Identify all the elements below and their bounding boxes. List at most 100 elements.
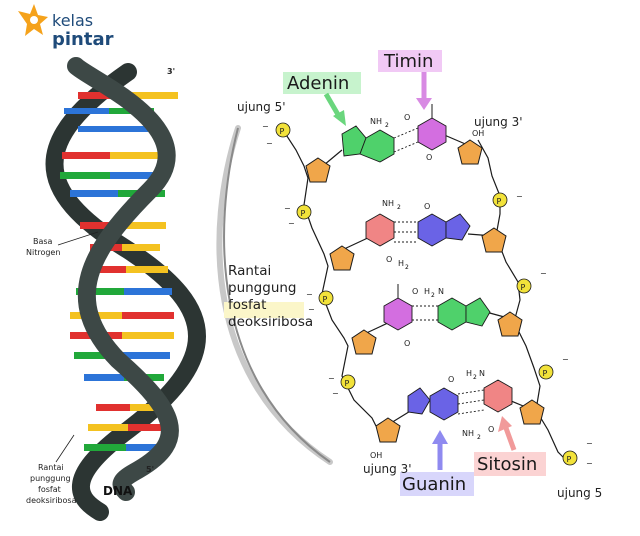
end-3-top: ujung 3'	[474, 115, 523, 129]
timin-arrow	[416, 98, 432, 110]
sugar-3	[329, 245, 355, 271]
sitosin-highlight	[474, 452, 546, 476]
backbone-pointer-line	[55, 434, 75, 463]
backbone-label-highlight	[224, 302, 304, 318]
guanine-ring-4	[429, 387, 459, 421]
oh-label-top: OH	[472, 129, 484, 138]
oh-label-bottom: OH	[370, 451, 382, 460]
svg-text:2: 2	[473, 374, 477, 381]
cytosine-ring	[365, 213, 395, 247]
thymine-ring	[417, 117, 447, 151]
svg-text:O: O	[488, 425, 494, 434]
svg-text:2: 2	[397, 204, 401, 211]
svg-text:H: H	[398, 259, 404, 268]
phosphate-7: P	[538, 364, 554, 380]
svg-text:N: N	[479, 369, 485, 378]
sugar-8	[519, 399, 545, 425]
svg-text:−: −	[308, 305, 315, 314]
backbone-label-line2: punggung	[228, 280, 297, 296]
phosphate-groups: P P P P P P P P	[275, 122, 578, 466]
thymine-ring-2	[383, 297, 413, 331]
double-helix: 3' 5' Basa Nitrogen Rantai punggung fosf…	[26, 57, 206, 521]
guanine-ring-1	[417, 213, 447, 247]
svg-text:NH: NH	[462, 429, 474, 438]
sugar-groups	[305, 139, 545, 443]
svg-text:H: H	[424, 287, 430, 296]
adenin-arrow	[333, 110, 346, 126]
end-3-bottom: ujung 3'	[363, 462, 412, 476]
guanine-ring-2	[445, 213, 471, 241]
adenine-ring-2	[359, 129, 395, 163]
backbone-label-line1: Rantai	[228, 263, 271, 279]
label-base-line2: Nitrogen	[26, 248, 60, 257]
svg-text:−: −	[516, 192, 523, 201]
sitosin-arrow	[498, 416, 512, 432]
brand-line2: pintar	[52, 29, 114, 50]
phosphate-4: P	[340, 374, 356, 390]
sugar-1	[305, 157, 331, 183]
svg-text:P: P	[345, 379, 350, 388]
label-guanin: Guanin	[402, 474, 466, 495]
svg-text:O: O	[404, 339, 410, 348]
svg-text:2: 2	[385, 122, 389, 129]
svg-text:−: −	[306, 290, 313, 299]
end-5-top: ujung 5'	[237, 100, 286, 114]
timin-highlight	[378, 50, 442, 72]
svg-text:−: −	[328, 374, 335, 383]
helix-end-bottom: 5'	[146, 465, 154, 474]
sugar-4	[481, 227, 507, 253]
svg-text:−: −	[586, 439, 593, 448]
phosphate-6: P	[516, 278, 532, 294]
star-icon	[18, 4, 48, 36]
svg-text:−: −	[266, 139, 273, 148]
label-backbone-line3: fosfat	[38, 485, 61, 494]
svg-text:2: 2	[477, 434, 481, 441]
end-5-bottom: ujung 5	[557, 486, 602, 500]
svg-text:NH: NH	[370, 117, 382, 126]
svg-text:−: −	[288, 219, 295, 228]
label-base-line1: Basa	[33, 237, 53, 246]
svg-text:P: P	[521, 283, 526, 292]
cytosine-ring-2	[483, 379, 513, 413]
svg-text:−: −	[540, 269, 547, 278]
sugar-2	[457, 139, 483, 165]
svg-text:P: P	[301, 209, 306, 218]
phosphate-3: P	[318, 290, 334, 306]
guanin-arrow	[432, 430, 448, 444]
base-pointer-line	[57, 231, 99, 246]
phosphate-charges: −− −− −− −− −− −− −	[262, 122, 593, 468]
svg-text:P: P	[497, 197, 502, 206]
phosphate-1: P	[275, 122, 291, 138]
adenine-ring-3	[437, 297, 467, 331]
guanin-highlight	[400, 472, 474, 496]
svg-text:2: 2	[431, 292, 435, 299]
svg-text:P: P	[280, 127, 285, 136]
phosphate-2: P	[296, 204, 312, 220]
svg-text:O: O	[426, 153, 432, 162]
sugar-7	[375, 417, 401, 443]
phosphate-8: P	[562, 450, 578, 466]
label-adenin: Adenin	[287, 73, 349, 94]
helix-end-top: 3'	[167, 67, 175, 76]
svg-text:O: O	[448, 375, 454, 384]
label-timin: Timin	[383, 51, 433, 72]
brand-logo: kelas pintar	[18, 4, 114, 50]
svg-text:H: H	[466, 369, 472, 378]
svg-text:O: O	[386, 255, 392, 264]
svg-text:N: N	[438, 287, 444, 296]
svg-text:O: O	[412, 287, 418, 296]
helix-front-strand	[67, 57, 179, 501]
svg-text:−: −	[284, 204, 291, 213]
backbone-label-line4: deoksiribosa	[228, 314, 313, 330]
sugar-5	[351, 329, 377, 355]
svg-text:NH: NH	[382, 199, 394, 208]
brand-line1: kelas	[52, 11, 93, 30]
label-backbone-line2: punggung	[30, 474, 71, 483]
adenin-highlight	[283, 72, 361, 94]
helix-caption: DNA	[103, 484, 133, 498]
label-backbone-line1: Rantai	[38, 463, 64, 472]
svg-text:−: −	[332, 389, 339, 398]
label-sitosin: Sitosin	[477, 454, 537, 475]
